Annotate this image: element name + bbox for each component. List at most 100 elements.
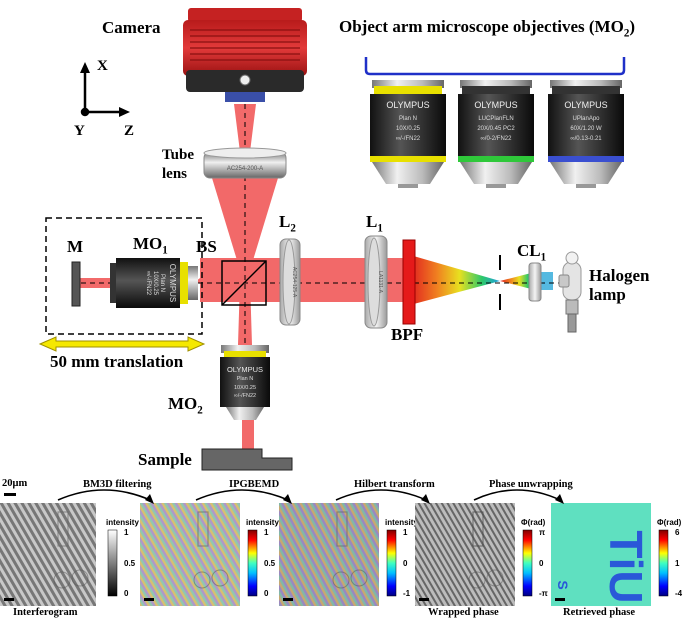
colorbar — [522, 529, 533, 597]
halogen-lamp — [558, 251, 582, 333]
camera — [183, 8, 307, 102]
mo2-spec2: ∞/-/FN22 — [234, 393, 256, 399]
colorbar-tick: 1 — [124, 528, 129, 537]
processing-pipeline: intensity10.50intensity10.50intensity10-… — [0, 489, 683, 606]
step-arrow-1 — [57, 489, 154, 504]
colorbar-title: Φ(rad) — [657, 518, 682, 527]
sample-stage — [201, 448, 293, 471]
objective-spec: 10X/0.25 — [396, 126, 421, 132]
mo2-spec: 10X/0.25 — [234, 385, 256, 391]
objective-spec2: ∞/-/FN22 — [396, 136, 421, 142]
objective-brand: OLYMPUS — [474, 100, 517, 110]
camera-label: Camera — [102, 18, 161, 37]
colorbar — [658, 529, 669, 597]
scale-label: 20μm — [2, 478, 28, 489]
axis-x-label: X — [97, 58, 108, 74]
mo2-model: Plan N — [237, 376, 254, 382]
colorbar — [386, 529, 397, 597]
colorbar-tick: 1 — [403, 528, 408, 537]
cl1-label: CL1 — [517, 241, 547, 264]
mo1-model: Plan N — [159, 274, 165, 292]
colorbar-title: Φ(rad) — [521, 518, 546, 527]
axis-z-label: Z — [124, 123, 135, 139]
translation-arrow — [38, 336, 206, 352]
step-arrow-4 — [473, 489, 564, 504]
mo1-objective: OLYMPUS Plan N 10X/0.25 ∞/-/FN22 — [110, 258, 198, 308]
beam-splitter — [221, 260, 267, 306]
reference-arm-box — [45, 217, 203, 335]
retrieved-phase-pattern: TiU — [600, 530, 652, 603]
collector-lens-cl1 — [528, 262, 542, 302]
lens-l2 — [279, 238, 301, 326]
step-label-2: IPGBEMD — [229, 479, 280, 490]
objective-brand: OLYMPUS — [564, 100, 607, 110]
tube-lens — [203, 147, 287, 179]
colorbar-tick: -1 — [403, 589, 411, 598]
sample-label: Sample — [138, 450, 192, 469]
mo1-label: MO1 — [133, 234, 168, 257]
scale-bar — [4, 493, 16, 496]
tube-lens-marking: AC254-200-A — [227, 166, 263, 172]
l2-label: L2 — [279, 212, 296, 235]
colorbar-tick: 1 — [675, 559, 680, 568]
mo2-brand: OLYMPUS — [227, 365, 263, 374]
translation-label: 50 mm translation — [50, 352, 184, 371]
caption-retrieved-phase: Retrieved phase — [563, 607, 636, 618]
colorbar-tick: 0 — [539, 559, 544, 568]
objectives-bracket — [364, 57, 626, 76]
objective-model: LUCPlanFLN — [478, 116, 513, 122]
colorbar-title: intensity — [106, 518, 139, 527]
objective-brand: OLYMPUS — [386, 100, 429, 110]
colorbar — [247, 529, 258, 597]
pipeline-panel-4: Φ(rad)π 0 -π — [415, 503, 548, 606]
l1-marking: LA1131-A — [377, 271, 383, 294]
mo2-label: MO2 — [168, 394, 203, 417]
axis-y-label: Y — [74, 123, 85, 139]
step-label-1: BM3D filtering — [83, 479, 152, 490]
lens-l1 — [364, 235, 388, 329]
mo2-objective: OLYMPUS Plan N 10X/0.25 ∞/-/FN22 — [220, 345, 270, 420]
step-arrow-2 — [195, 489, 292, 504]
axes-icon — [80, 62, 130, 117]
bs-label: BS — [196, 237, 217, 256]
objective-spec: 60X/1.20 W — [570, 126, 602, 132]
objective-spec2: ∞/0.13-0.21 — [570, 136, 602, 142]
objectives-row: OLYMPUS Plan N 10X/0.25 ∞/-/FN22 OLYMPUS LUCP… — [370, 80, 624, 188]
bpf-label: BPF — [391, 325, 424, 344]
colorbar-tick: π — [539, 528, 545, 537]
retrieved-phase-glyph: S — [555, 580, 571, 589]
bandpass-filter — [402, 239, 416, 325]
objective-spec2: ∞/0-2/FN22 — [481, 136, 513, 142]
step-arrow-3 — [335, 489, 430, 504]
colorbar-tick: 6 — [675, 528, 680, 537]
objective-1: OLYMPUS Plan N 10X/0.25 ∞/-/FN22 — [370, 80, 446, 188]
colorbar-title: intensity — [246, 518, 279, 527]
colorbar-tick: 0 — [264, 589, 269, 598]
l2-marking: AC254-125-A — [291, 267, 297, 298]
colorbar — [107, 529, 118, 597]
objectives-title: Object arm microscope objectives (MO2) — [339, 17, 636, 40]
colorbar-tick: -π — [539, 589, 548, 598]
reference-mirror — [71, 261, 81, 307]
colorbar-tick: 0.5 — [264, 559, 276, 568]
pipeline-panel-5: TiU S Φ(rad)6 1 -4 — [551, 503, 683, 606]
step-label-4: Phase unwrapping — [489, 479, 573, 490]
colorbar-tick: -4 — [675, 589, 683, 598]
mo1-brand: OLYMPUS — [168, 264, 177, 303]
mirror-label: M — [67, 237, 84, 256]
caption-interferogram: Interferogram — [13, 607, 78, 618]
l1-label: L1 — [366, 212, 383, 235]
objective-model: Plan N — [399, 116, 417, 122]
colorbar-tick: 0 — [124, 589, 129, 598]
colorbar-tick: 1 — [264, 528, 269, 537]
objective-2: OLYMPUS LUCPlanFLN 20X/0.45 PC2 ∞/0-2/FN22 — [458, 80, 534, 188]
objective-spec: 20X/0.45 PC2 — [477, 126, 515, 132]
colorbar-title: intensity — [385, 518, 418, 527]
step-label-3: Hilbert transform — [354, 479, 435, 490]
